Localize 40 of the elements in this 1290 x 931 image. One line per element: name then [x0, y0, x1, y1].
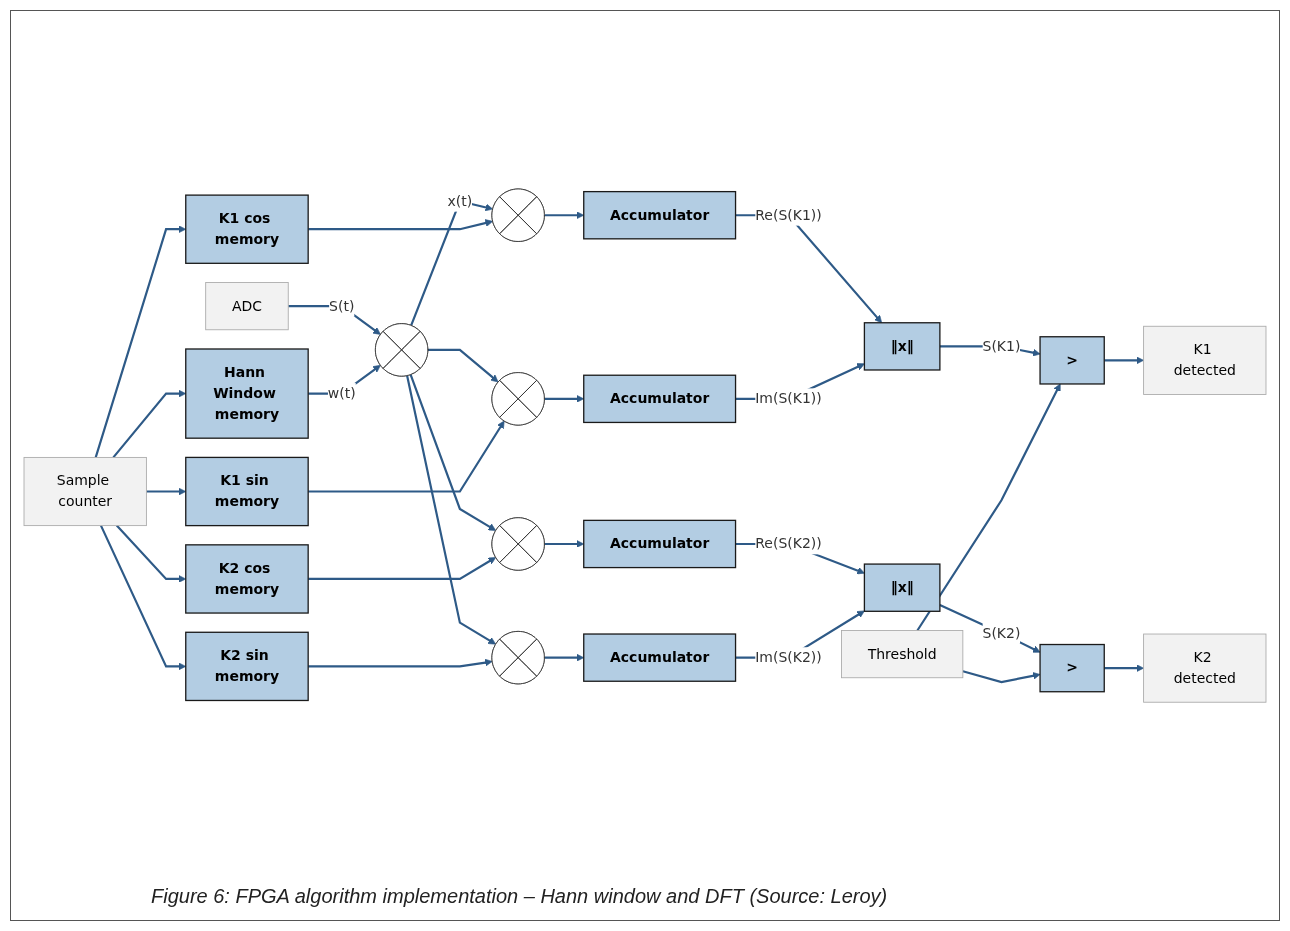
- node-box: Threshold: [841, 630, 964, 679]
- edge-label: Im(S(K2)): [755, 649, 822, 666]
- node-box: >: [1039, 336, 1105, 385]
- node-box: >: [1039, 644, 1105, 693]
- node-box: K2 sin memory: [185, 632, 309, 702]
- node-box: K1 detected: [1143, 326, 1267, 396]
- arrow: [916, 384, 1061, 632]
- node-box: K2 detected: [1143, 634, 1267, 704]
- edge-label: Re(S(K2)): [755, 535, 822, 553]
- arrow: [409, 374, 496, 532]
- edge-label: S(K2): [982, 624, 1021, 642]
- arrow: [308, 659, 493, 668]
- arrow: [427, 349, 499, 383]
- node-box: Accumulator: [583, 520, 737, 569]
- node-box: K2 cos memory: [185, 544, 309, 615]
- arrow: [406, 375, 496, 645]
- node-box: ‖x‖: [863, 322, 941, 372]
- node-box: K1 sin memory: [185, 457, 309, 527]
- arrow: [1104, 356, 1144, 365]
- arrow: [308, 557, 496, 581]
- arrow: [308, 219, 493, 231]
- figure-caption: Figure 6: FPGA algorithm implementation – Hann window and DFT (Source: Leroy): [150, 884, 889, 909]
- edge-label: S(K1): [982, 338, 1021, 355]
- edge-label: x(t): [447, 192, 473, 210]
- edge-label: Im(S(K1)): [755, 390, 822, 408]
- node-box: K1 cos memory: [185, 194, 309, 265]
- node-box: Accumulator: [583, 191, 737, 240]
- arrow: [308, 421, 505, 493]
- arrow: [939, 604, 1041, 653]
- node-box: Accumulator: [583, 374, 737, 424]
- node-box: Accumulator: [583, 633, 737, 683]
- edge-label: w(t): [327, 385, 356, 402]
- node-box: Hann Window memory: [185, 348, 309, 440]
- node-box: ‖x‖: [863, 563, 941, 613]
- edge-label: S(t): [329, 297, 355, 315]
- arrow: [1104, 664, 1144, 673]
- node-box: Sample counter: [23, 457, 147, 527]
- edge-label: Re(S(K1)): [755, 206, 822, 224]
- arrow: [962, 670, 1041, 684]
- node-box: ADC: [205, 282, 289, 331]
